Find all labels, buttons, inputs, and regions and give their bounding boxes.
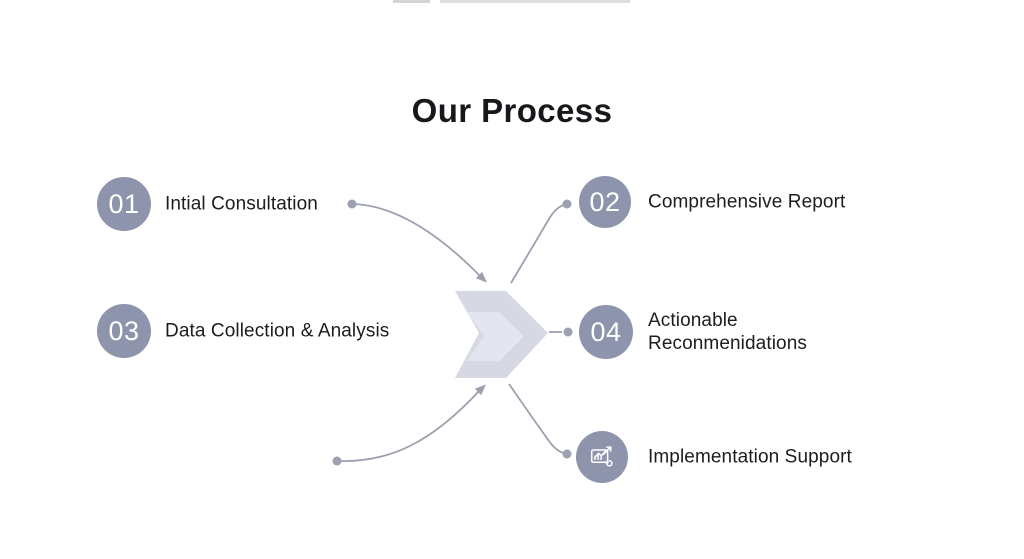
top-crop-artifact-right	[440, 0, 630, 3]
dot-step2	[562, 199, 572, 209]
step-1-number: 01	[108, 188, 140, 219]
top-crop-artifact-left	[393, 0, 430, 3]
growth-chart-icon	[590, 446, 613, 467]
connector-step3-to-chevron	[336, 389, 481, 462]
step-3-label: Data Collection & Analysis	[165, 320, 390, 342]
dot-step1	[347, 199, 357, 209]
dot-step5	[562, 449, 572, 459]
step-2-number-badge: 02	[579, 176, 631, 228]
connector-chevron-to-step2	[510, 203, 567, 284]
step-4-number: 04	[590, 316, 622, 347]
step-1-number-badge: 01	[97, 177, 151, 231]
dot-step4	[563, 327, 573, 337]
connector-chevron-to-step5	[508, 383, 567, 455]
arrowhead-into-chevron-bottom	[474, 384, 486, 396]
chevron-shape	[455, 291, 548, 378]
connector-arrowheads	[474, 271, 487, 396]
dot-step3	[332, 456, 342, 466]
connector-step1-to-chevron	[351, 203, 482, 278]
arrowhead-into-chevron-top	[475, 271, 487, 283]
step-5-icon-badge	[576, 431, 628, 483]
step-1-label: Intial Consultation	[165, 193, 318, 215]
step-3-number-badge: 03	[97, 304, 151, 358]
step-3-number: 03	[108, 315, 140, 346]
step-2-label: Comprehensive Report	[648, 191, 846, 213]
step-4-label: Actionable Reconmenidations	[648, 309, 807, 354]
step-5-label: Implementation Support	[648, 446, 852, 468]
step-4-number-badge: 04	[579, 305, 633, 359]
page-title: Our Process	[411, 92, 613, 130]
chevron-highlight-shape	[467, 312, 524, 361]
step-2-number: 02	[589, 186, 621, 217]
